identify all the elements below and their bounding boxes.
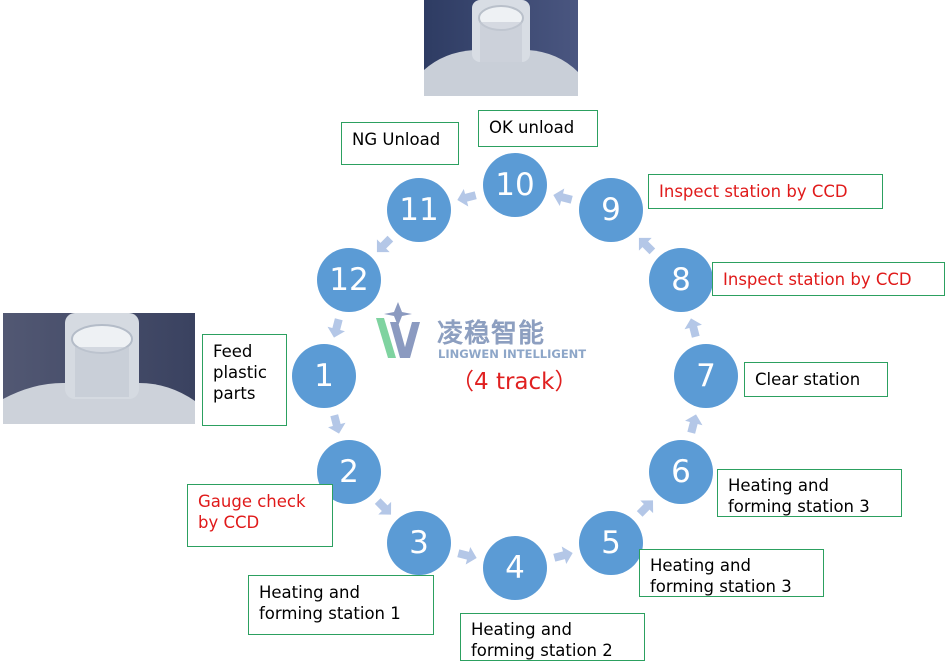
brand-name-cn: 凌稳智能: [437, 319, 546, 349]
flow-arrow-6: [685, 414, 703, 434]
station-6-label: Heating and forming station 3: [717, 469, 902, 517]
product-photo-left: [3, 313, 195, 424]
station-8-label: Inspect station by CCD: [712, 262, 945, 296]
brand-name-en: LINGWEN INTELLIGENT: [438, 347, 587, 361]
flow-arrow-4: [553, 546, 573, 564]
product-photo-top: [424, 0, 578, 96]
station-10-circle: 10: [483, 153, 547, 217]
station-7-label: Clear station: [744, 362, 888, 397]
station-2-label: Gauge check by CCD: [187, 484, 333, 547]
flow-arrow-9: [553, 188, 573, 206]
station-3-label: Heating and forming station 1: [248, 575, 434, 635]
station-3-circle: 3: [387, 511, 451, 575]
flow-arrow-2: [374, 498, 392, 515]
flow-arrow-5: [636, 500, 654, 517]
flow-arrow-11: [376, 235, 394, 253]
station-9-label: Inspect station by CCD: [648, 174, 883, 209]
station-12-circle: 12: [317, 248, 381, 312]
station-11-label: NG Unload: [341, 122, 459, 165]
station-7-circle: 7: [674, 344, 738, 408]
station-5-circle: 5: [579, 511, 643, 575]
station-10-label: OK unload: [478, 110, 598, 147]
station-4-circle: 4: [483, 536, 547, 600]
station-1-label: Feed plastic parts: [202, 334, 287, 426]
track-note: （4 track）: [451, 369, 578, 395]
flow-arrow-7: [684, 318, 702, 338]
station-11-circle: 11: [387, 178, 451, 242]
flow-arrow-3: [457, 547, 477, 565]
station-5-label: Heating and forming station 3: [639, 549, 824, 597]
station-6-circle: 6: [649, 440, 713, 504]
station-9-circle: 9: [579, 178, 643, 242]
station-8-circle: 8: [649, 248, 713, 312]
flow-arrow-8: [638, 237, 656, 255]
flow-arrow-12: [327, 318, 345, 338]
flow-arrow-1: [328, 414, 346, 434]
lingwen-logo-icon: [372, 300, 432, 364]
station-1-circle: 1: [292, 344, 356, 408]
flow-arrow-10: [457, 189, 477, 207]
station-4-label: Heating and forming station 2: [460, 613, 645, 661]
